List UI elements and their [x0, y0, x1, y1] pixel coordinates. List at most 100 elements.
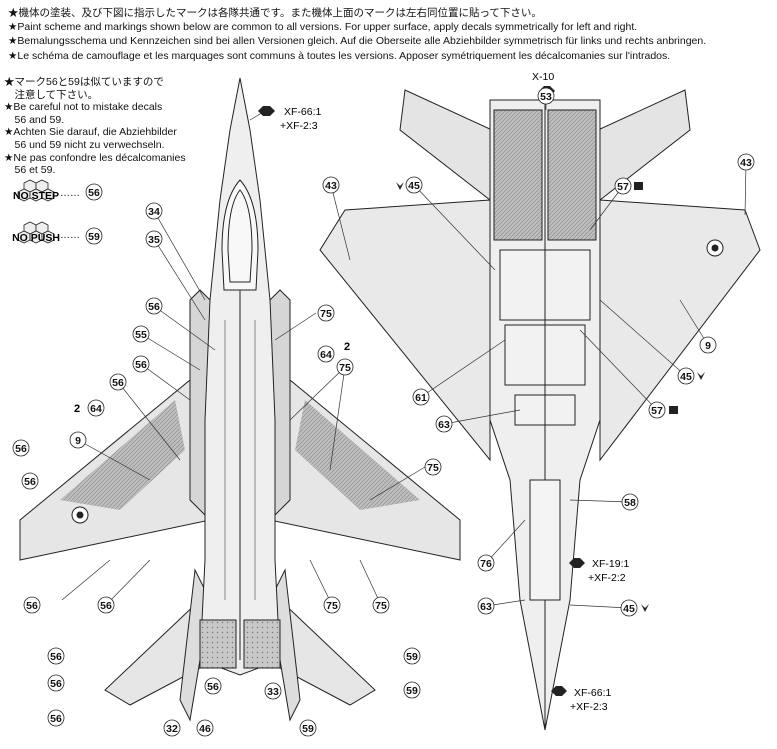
- svg-text:75: 75: [427, 462, 439, 474]
- svg-text:56: 56: [50, 678, 62, 690]
- decal-caution-note: ★マーク56と59は似ていますので 注意して下さい。 ★Be careful n…: [4, 76, 219, 177]
- callout-76: 76: [477, 554, 495, 572]
- callout-34: 34: [145, 202, 163, 220]
- callout-56-h: 56: [47, 647, 65, 665]
- paint-code-mid-2: +XF-2:2: [588, 572, 626, 584]
- svg-text:63: 63: [438, 419, 450, 431]
- callout-57-b: 57: [648, 401, 666, 419]
- svg-text:55: 55: [135, 329, 147, 341]
- header-line-en: ★Paint scheme and markings shown below a…: [8, 21, 638, 34]
- callout-63-b: 63: [477, 597, 495, 615]
- y-symbol-icon: [396, 182, 404, 190]
- y-symbol-icon: [697, 372, 705, 380]
- callout-45-b: 45: [677, 367, 695, 385]
- callout-56-i: 56: [47, 674, 65, 692]
- svg-text:33: 33: [267, 686, 279, 698]
- callout-56-k: 56: [204, 677, 222, 695]
- svg-text:45: 45: [680, 371, 692, 383]
- svg-text:43: 43: [325, 180, 337, 192]
- svg-text:43: 43: [740, 157, 752, 169]
- svg-text:56: 56: [50, 651, 62, 663]
- note-line-2: 注意して下さい。: [4, 88, 99, 101]
- decal-callouts: 56 59 34 35 56 55 56 56 64 9 56 56 56 56…: [12, 87, 755, 737]
- callout-75-c: 75: [424, 458, 442, 476]
- note-line-3: ★Be careful not to mistake decals: [4, 101, 163, 114]
- legend-dots-1: ……: [60, 188, 80, 199]
- callout-56-j: 56: [47, 709, 65, 727]
- svg-text:9: 9: [75, 435, 81, 447]
- svg-text:58: 58: [624, 497, 636, 509]
- callout-32: 32: [163, 719, 181, 737]
- callout-56-c: 56: [109, 373, 127, 391]
- svg-text:56: 56: [148, 301, 160, 313]
- callout-75-d: 75: [323, 596, 341, 614]
- svg-text:57: 57: [617, 181, 629, 193]
- paint-code-spine: X-10: [532, 71, 554, 83]
- paint-code-nose-top-2: +XF-2:3: [280, 120, 318, 132]
- black-square-icon: [669, 406, 678, 414]
- callout-45-a: 45: [405, 176, 423, 194]
- svg-text:75: 75: [326, 600, 338, 612]
- note-line-4: 56 and 59.: [4, 113, 65, 126]
- callout-64-a: 64: [87, 399, 105, 417]
- callout-61: 61: [412, 388, 430, 406]
- svg-text:75: 75: [339, 362, 351, 374]
- callout-56-g: 56: [97, 596, 115, 614]
- callout-64-b: 64: [317, 345, 335, 363]
- callout-57-a: 57: [614, 177, 632, 195]
- svg-text:76: 76: [480, 558, 492, 570]
- callout-56-d: 56: [12, 439, 30, 457]
- svg-text:61: 61: [415, 392, 427, 404]
- callout-75-b: 75: [336, 358, 354, 376]
- callout-9-b: 9: [699, 336, 717, 354]
- svg-text:56: 56: [112, 377, 124, 389]
- svg-text:56: 56: [15, 443, 27, 455]
- svg-text:34: 34: [148, 206, 160, 218]
- svg-text:59: 59: [88, 231, 100, 243]
- svg-text:57: 57: [651, 405, 663, 417]
- paint-marker-nose-bottom: XF-66:1 +XF-2:3: [551, 686, 612, 713]
- header-line-jp: ★機体の塗装、及び下図に指示したマークは各隊共通です。また機体上面のマークは左右…: [8, 7, 542, 19]
- legend-no-push-label: NO PUSH: [12, 232, 60, 244]
- callout-35: 35: [145, 230, 163, 248]
- svg-text:45: 45: [408, 180, 420, 192]
- legend-no-step-label: NO STEP: [13, 190, 59, 202]
- callout-56-a: 56: [145, 297, 163, 315]
- instruction-header: ★機体の塗装、及び下図に指示したマークは各隊共通です。また機体上面のマークは左右…: [8, 6, 768, 63]
- svg-text:59: 59: [406, 685, 418, 697]
- paint-code-nose-top-1: XF-66:1: [284, 106, 322, 118]
- callout-46: 46: [196, 719, 214, 737]
- callout-75-a: 75: [317, 304, 335, 322]
- legend-dots-2: ……: [60, 230, 80, 241]
- callout-43-b: 43: [737, 153, 755, 171]
- svg-text:59: 59: [302, 723, 314, 735]
- svg-text:9: 9: [705, 340, 711, 352]
- paint-marker-nose-top: XF-66:1 +XF-2:3: [258, 106, 322, 132]
- svg-text:64: 64: [90, 403, 102, 415]
- callout-59-a: 59: [299, 719, 317, 737]
- svg-text:35: 35: [148, 234, 160, 246]
- svg-text:56: 56: [100, 600, 112, 612]
- mark-2-a: 2: [344, 341, 350, 353]
- note-line-1: ★マーク56と59は似ていますので: [4, 76, 164, 88]
- paint-code-nose-bottom-1: XF-66:1: [574, 687, 612, 699]
- svg-text:64: 64: [320, 349, 332, 361]
- callout-56-f: 56: [23, 596, 41, 614]
- svg-text:63: 63: [480, 601, 492, 613]
- symbol-marks: [396, 182, 705, 612]
- black-square-icon: [634, 182, 643, 190]
- callout-56-legend-step: 56: [85, 183, 103, 201]
- svg-text:75: 75: [320, 308, 332, 320]
- aircraft-upper-view: [19, 77, 461, 722]
- svg-text:56: 56: [24, 476, 36, 488]
- svg-text:56: 56: [135, 359, 147, 371]
- svg-text:46: 46: [199, 723, 211, 735]
- header-line-de: ★Bemalungsschema und Kennzeichen sind be…: [8, 35, 707, 48]
- svg-text:56: 56: [207, 681, 219, 693]
- legend-no-push-decal: NO PUSH ……: [12, 221, 80, 244]
- callout-45-c: 45: [620, 599, 638, 617]
- callout-58: 58: [621, 493, 639, 511]
- note-line-5: ★Achten Sie darauf, die Abziehbilder: [4, 126, 177, 139]
- note-line-7: ★Ne pas confondre les décalcomanies: [4, 151, 186, 164]
